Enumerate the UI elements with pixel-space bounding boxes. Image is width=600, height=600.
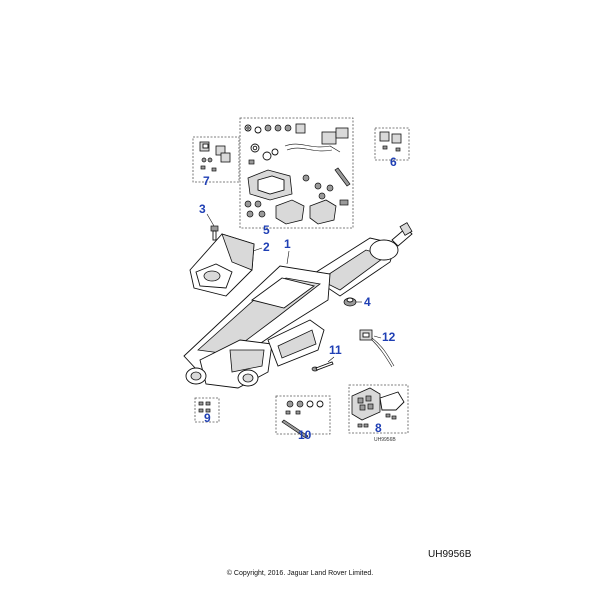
nut-4 [343, 297, 357, 307]
callout-4: 4 [364, 295, 371, 309]
callout-5: 5 [263, 223, 270, 237]
copyright-notice: © Copyright, 2016. Jaguar Land Rover Lim… [226, 570, 374, 577]
callout-7: 7 [203, 174, 210, 188]
callout-9: 9 [204, 411, 211, 425]
callout-12: 12 [382, 330, 396, 344]
kit-9-box [194, 397, 220, 423]
callout-10: 10 [298, 428, 312, 442]
leader-11 [327, 356, 335, 363]
leader-3 [206, 213, 215, 227]
reference-code: UH9956B [428, 549, 472, 560]
callout-11: 11 [329, 343, 342, 357]
callout-2: 2 [263, 240, 270, 254]
callout-6: 6 [390, 155, 397, 169]
kit-6-box [374, 127, 410, 161]
leader-1 [286, 250, 290, 265]
leader-12 [373, 335, 382, 339]
kit-8-box [348, 384, 409, 434]
callout-1: 1 [284, 237, 291, 251]
bracket-2 [189, 233, 255, 297]
kit-5-box [239, 117, 354, 229]
harness-12 [359, 329, 395, 368]
bolt-11 [311, 361, 334, 372]
kit-10-box [275, 395, 331, 439]
diagram-code-small: UH9956B [374, 437, 396, 443]
kit-7-box [192, 136, 240, 183]
callout-8: 8 [375, 421, 382, 435]
bolt-3 [210, 225, 219, 241]
steering-column-1 [183, 222, 413, 389]
callout-3: 3 [199, 202, 206, 216]
